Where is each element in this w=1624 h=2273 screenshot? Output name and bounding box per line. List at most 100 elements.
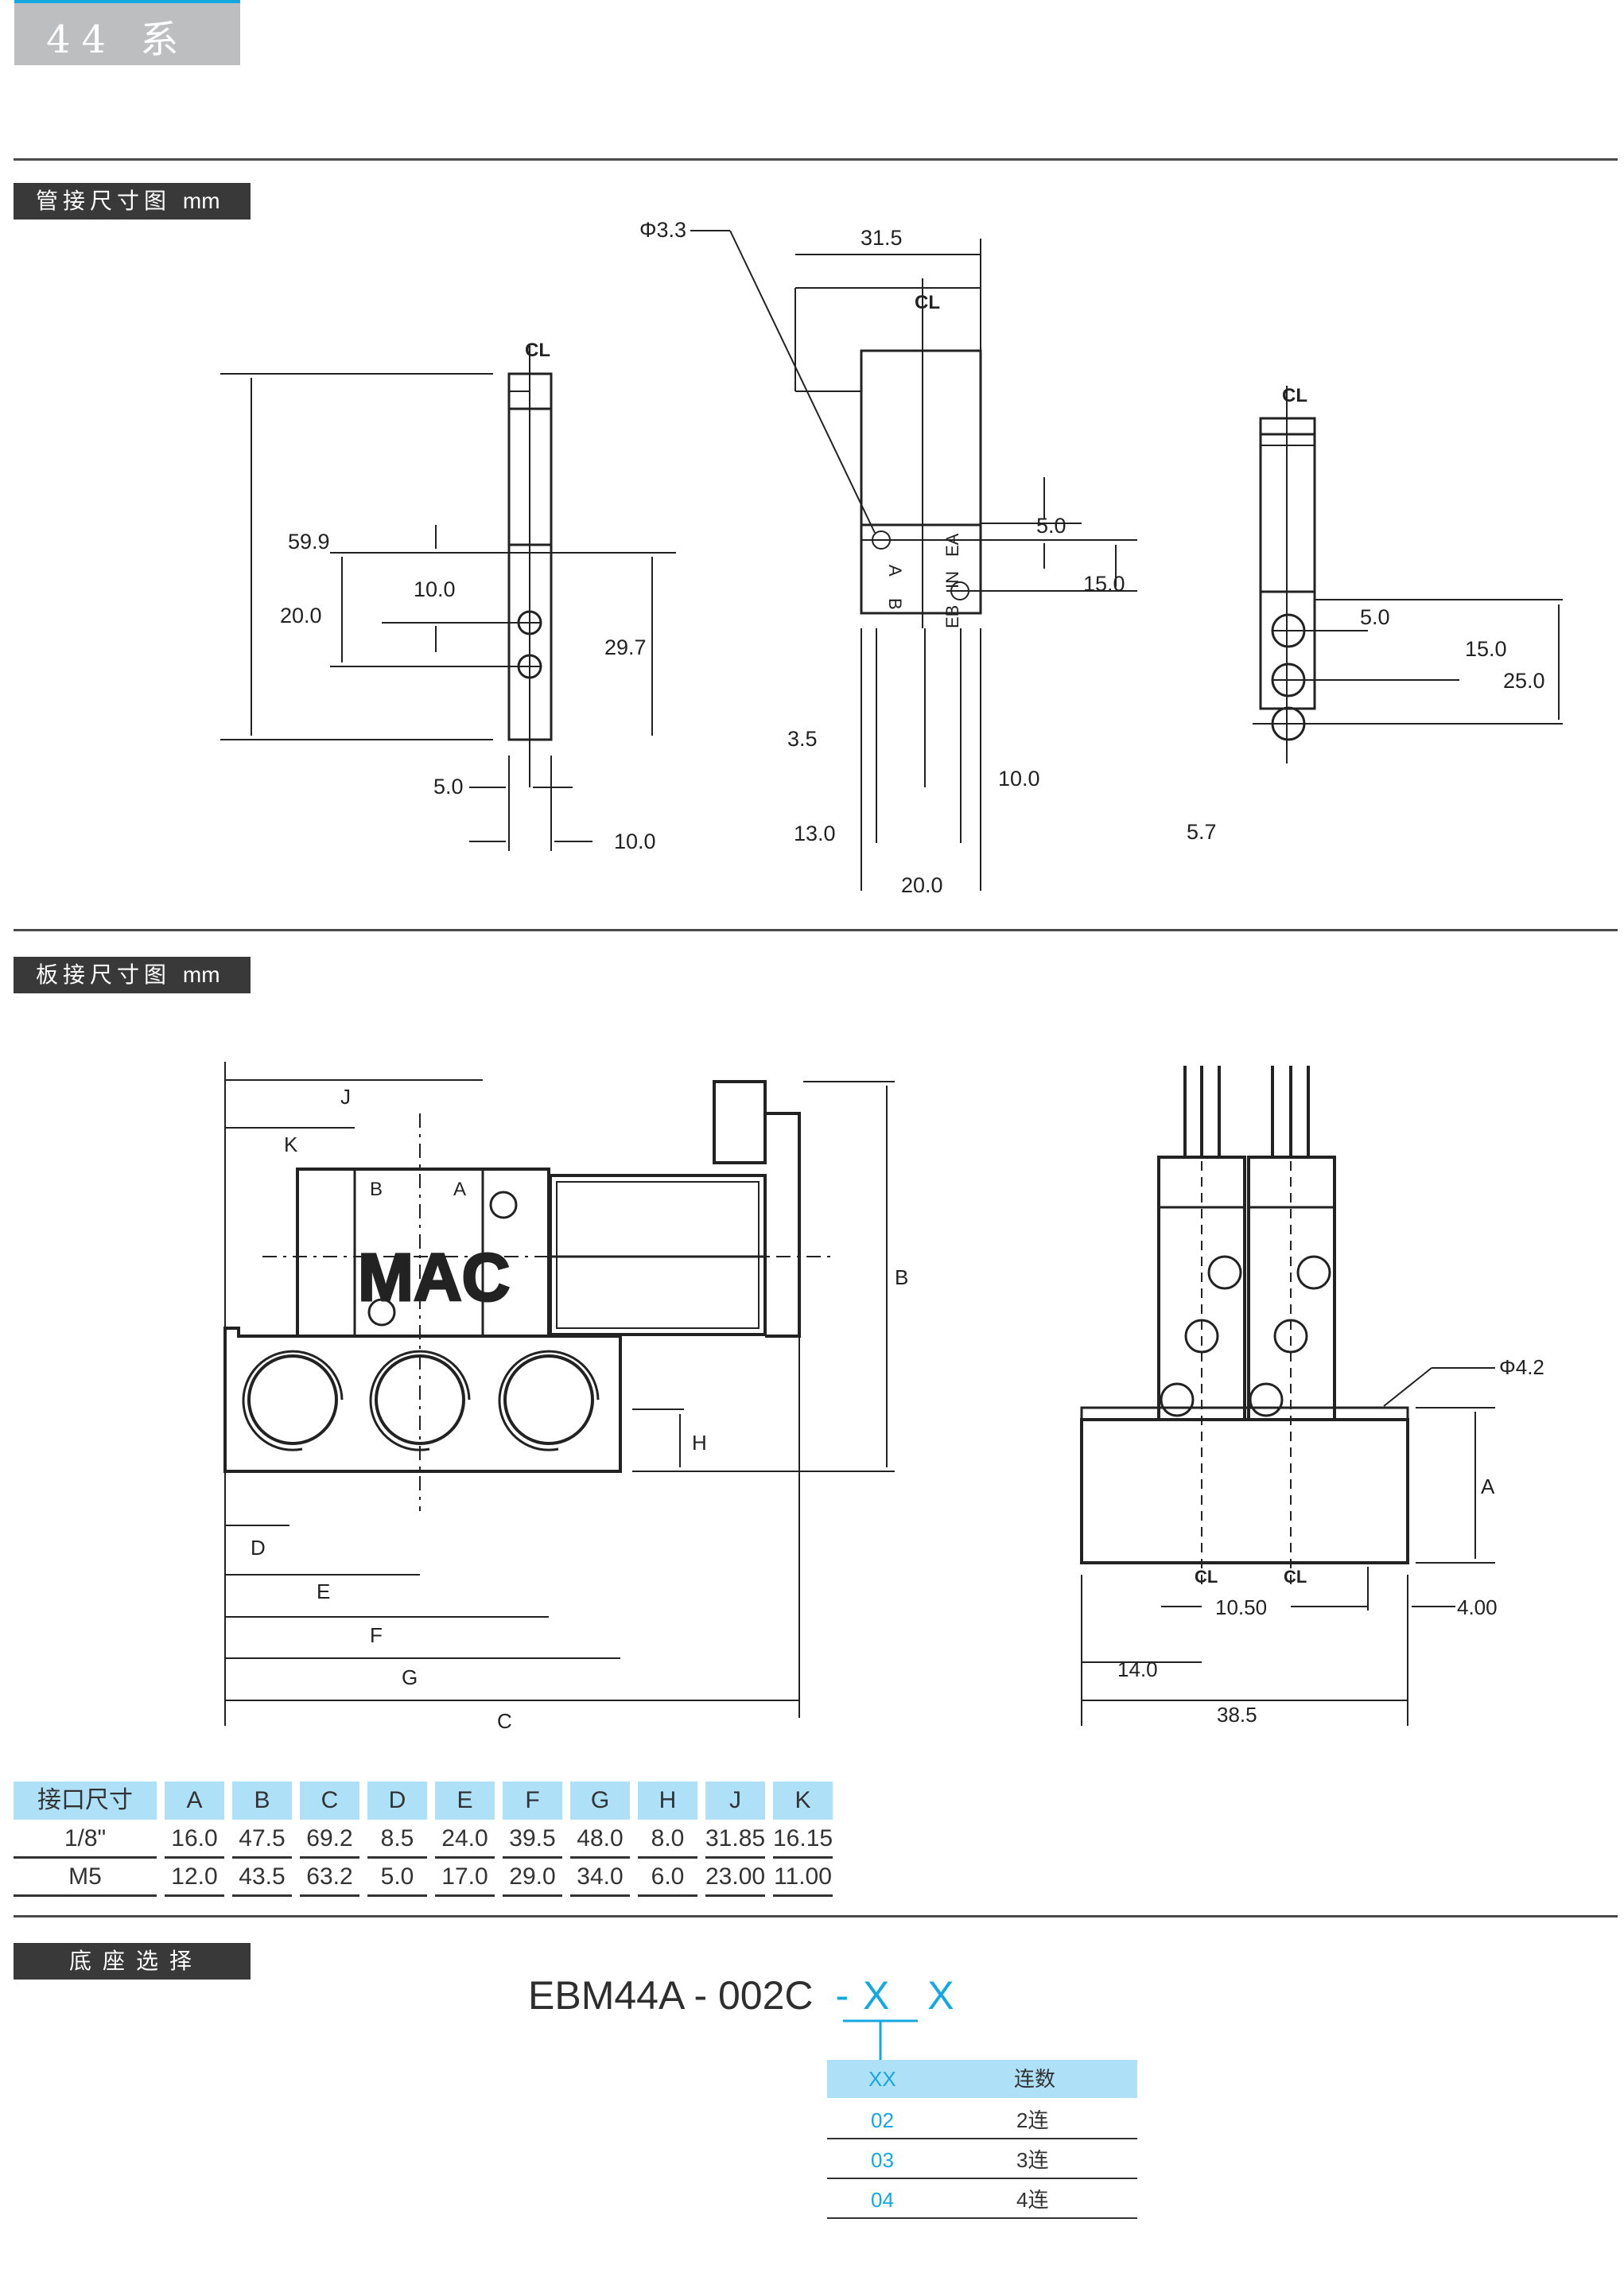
model-bracket <box>843 2019 918 2062</box>
dim-13-0: 13.0 <box>794 822 836 845</box>
table-cell: 02 <box>871 2108 894 2132</box>
dim-letter-a: A <box>1481 1475 1495 1498</box>
dim-3-5: 3.5 <box>787 727 818 751</box>
section-label-unit: mm <box>182 188 220 213</box>
model-code: EBM44A - 002C - X X <box>528 1972 954 2019</box>
table-cell: 8.0 <box>638 1821 697 1859</box>
port-label-ea: EA <box>942 533 962 557</box>
dim-25-0: 25.0 <box>1503 669 1545 693</box>
port-label-eb: EB <box>942 605 962 628</box>
table-cell: 5.0 <box>367 1859 427 1897</box>
dim-4-00: 4.00 <box>1457 1595 1498 1619</box>
plate-drawing: B A MAC J K B H D E F G C <box>223 1062 1544 1733</box>
dim-letter-c: C <box>497 1709 512 1733</box>
series-title: 44 系 列 <box>46 17 190 118</box>
table-cell: 69.2 <box>300 1821 359 1859</box>
table-cell: 34.0 <box>570 1859 630 1897</box>
dim-5-0-right: 5.0 <box>1360 605 1390 629</box>
dim-5-0: 5.0 <box>433 775 464 798</box>
port-label-a: A <box>885 565 905 577</box>
port-label-a: A <box>453 1179 466 1200</box>
dim-10-0-mid: 10.0 <box>998 767 1040 791</box>
port-label-b: B <box>885 598 905 610</box>
dim-letter-k: K <box>284 1133 298 1156</box>
table-cell: 43.5 <box>232 1859 292 1897</box>
col-header: 接口尺寸 <box>14 1781 157 1820</box>
model-dash: - <box>835 1973 849 2018</box>
pipe-view-left: 59.9 10.0 20.0 29.7 5.0 10.0 CL <box>220 340 676 853</box>
dim-5-7: 5.7 <box>1187 820 1217 844</box>
dim-phi-4-2: Φ4.2 <box>1499 1355 1544 1379</box>
col-header: J <box>705 1781 765 1820</box>
section-label-base: 底座选择 <box>14 1943 251 1980</box>
dim-10-0-a: 10.0 <box>414 577 456 601</box>
centerline-label: CL <box>1195 1567 1218 1587</box>
model-x1: X <box>863 1973 890 2018</box>
table-cell: 31.85 <box>705 1821 765 1859</box>
table-cell: 3连 <box>1016 2148 1049 2172</box>
table-cell: 16.15 <box>773 1821 833 1859</box>
series-header: 44 系 列 <box>14 0 240 118</box>
dim-31-5: 31.5 <box>861 226 903 250</box>
plate-view-side: Φ4.2 A 10.50 4.00 14.0 38.5 CL CL <box>1080 1066 1544 1727</box>
table-row: 02 2连 <box>827 2100 1137 2139</box>
model-x2: X <box>927 1973 954 2018</box>
col-header: G <box>570 1781 630 1820</box>
dim-38-5: 38.5 <box>1217 1703 1257 1727</box>
table-cell: 63.2 <box>300 1859 359 1897</box>
model-prefix: EBM44A - 002C <box>528 1973 814 2018</box>
plate-view-front: B A MAC J K B H D E F G C <box>223 1062 908 1733</box>
col-header: K <box>773 1781 833 1820</box>
dim-10-0-b: 10.0 <box>614 830 656 853</box>
table-cell: M5 <box>14 1859 157 1897</box>
col-header: C <box>300 1781 359 1820</box>
dim-letter-e: E <box>317 1579 330 1603</box>
port-label-in: IN <box>942 571 962 589</box>
table-cell: 04 <box>871 2188 894 2212</box>
divider-plate <box>14 929 1618 931</box>
col-header: D <box>367 1781 427 1820</box>
dim-5-0-mid: 5.0 <box>1036 514 1066 538</box>
table-cell: 29.0 <box>503 1859 562 1897</box>
dim-letter-j: J <box>340 1085 351 1109</box>
pipe-view-right: 5.0 15.0 25.0 5.7 CL <box>1187 385 1563 844</box>
centerline-label: CL <box>915 292 940 313</box>
col-header-count: 连数 <box>1014 2067 1056 2091</box>
section-label-plate: 板接尺寸图 mm <box>14 957 251 993</box>
dim-10-50: 10.50 <box>1215 1595 1267 1619</box>
dim-letter-h: H <box>692 1431 707 1455</box>
dim-29-7: 29.7 <box>604 635 647 659</box>
pipe-view-middle: Φ3.3 31.5 5.0 15.0 3.5 10.0 13.0 20.0 CL… <box>639 218 1137 897</box>
table-cell: 48.0 <box>570 1821 630 1859</box>
centerline-label: CL <box>525 340 550 361</box>
col-header-xx: XX <box>868 2067 896 2091</box>
dim-letter-b: B <box>895 1265 908 1289</box>
table-cell: 47.5 <box>232 1821 292 1859</box>
dim-59-9: 59.9 <box>288 530 330 554</box>
dim-15-0-mid: 15.0 <box>1083 572 1125 596</box>
section-label-pipe: 管接尺寸图 mm <box>14 183 251 220</box>
table-cell: 6.0 <box>638 1859 697 1897</box>
dim-letter-f: F <box>370 1623 383 1647</box>
centerline-label: CL <box>1282 385 1307 406</box>
port-label-b: B <box>370 1179 383 1200</box>
section-label-text: 管接尺寸图 <box>36 188 172 214</box>
dim-15-0-right: 15.0 <box>1465 637 1507 661</box>
table-cell: 16.0 <box>165 1821 224 1859</box>
divider-top <box>14 158 1618 161</box>
table-cell: 03 <box>871 2148 894 2172</box>
table-cell: 4连 <box>1016 2188 1049 2212</box>
dim-14-0: 14.0 <box>1117 1657 1158 1681</box>
col-header: A <box>165 1781 224 1820</box>
dim-20-0: 20.0 <box>280 604 322 628</box>
table-cell: 17.0 <box>435 1859 495 1897</box>
section-label-unit: mm <box>182 962 220 987</box>
dim-letter-d: D <box>251 1536 266 1560</box>
table-cell: 11.00 <box>773 1859 833 1897</box>
section-label-text: 底座选择 <box>69 1948 204 1974</box>
divider-base <box>14 1915 1618 1917</box>
dim-20-0-mid: 20.0 <box>901 873 943 897</box>
col-header: B <box>232 1781 292 1820</box>
table-row: 03 3连 <box>827 2139 1137 2179</box>
table-cell: 1/8" <box>14 1821 157 1859</box>
